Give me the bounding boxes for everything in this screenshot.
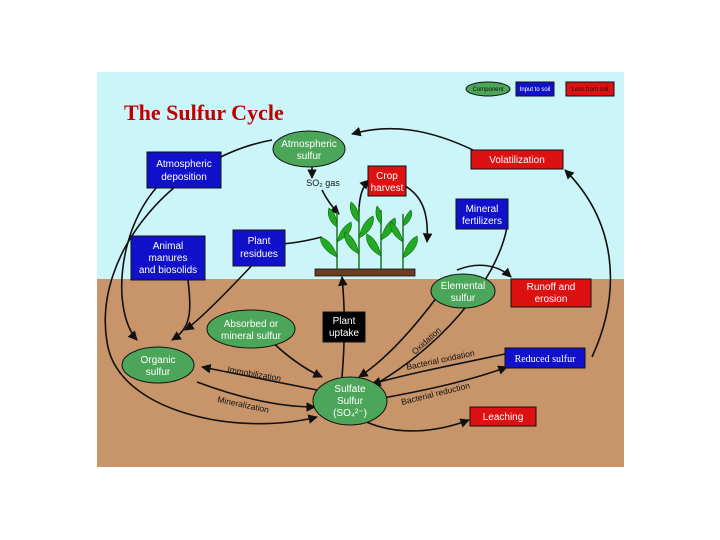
svg-text:Mineral: Mineral (466, 204, 499, 215)
svg-text:Plant: Plant (248, 236, 271, 247)
node-leaching: Leaching (469, 406, 537, 427)
node-volatilization: Volatilization (470, 149, 564, 170)
svg-text:Sulfate: Sulfate (334, 384, 366, 395)
arrow-reduced-to-volatilization (564, 169, 612, 358)
cycle-arrows (104, 127, 612, 432)
node-reduced-sulfur: Reduced sulfur (504, 347, 586, 369)
so2-gas-label: SO₂ gas (306, 178, 340, 188)
plant-leaves (320, 201, 418, 259)
diagram-title: The Sulfur Cycle (124, 100, 284, 125)
svg-text:harvest: harvest (371, 183, 404, 194)
node-mineral-fertilizers: Mineral fertilizers (455, 198, 509, 230)
node-elemental-sulfur: Elemental sulfur (430, 273, 496, 309)
arrow-bacterial-oxidation (371, 353, 506, 387)
arrow-to-leaching (361, 418, 470, 432)
node-atmospheric-deposition: Atmospheric deposition (146, 151, 222, 189)
svg-text:Crop: Crop (376, 171, 398, 182)
node-organic-sulfur: Organic sulfur (121, 346, 195, 384)
svg-text:Animal: Animal (153, 241, 184, 252)
svg-text:Atmospheric: Atmospheric (156, 159, 212, 170)
legend-component-swatch (465, 81, 511, 97)
arrow-fertilizers-to-sulfate (364, 226, 508, 391)
node-runoff-erosion: Runoff and erosion (510, 278, 592, 308)
arrow-manures-to-absorbed (171, 271, 191, 341)
svg-text:Volatilization: Volatilization (489, 155, 545, 166)
node-plant-residues: Plant residues (232, 229, 286, 267)
legend: Component Input to soil Loss from soil (465, 81, 615, 97)
svg-text:fertilizers: fertilizers (462, 216, 502, 227)
sulfur-cycle-diagram: The Sulfur Cycle Component Input to soil… (97, 72, 624, 467)
svg-text:Sulfur: Sulfur (337, 396, 364, 407)
node-atmospheric-sulfur: Atmospheric sulfur (272, 130, 346, 168)
legend-input-label: Input to soil (520, 87, 551, 93)
arrow-residues-to-organic (184, 259, 258, 331)
svg-text:mineral sulfur: mineral sulfur (221, 331, 282, 342)
node-plant-uptake: Plant uptake (322, 311, 366, 343)
svg-text:Runoff and: Runoff and (527, 282, 576, 293)
crop-plants (314, 201, 418, 277)
svg-text:Atmospheric: Atmospheric (281, 139, 337, 150)
svg-text:Reduced sulfur: Reduced sulfur (515, 354, 576, 365)
legend-loss-label: Loss from soil (571, 87, 608, 93)
svg-text:sulfur: sulfur (297, 151, 322, 162)
node-animal-manures: Animal manures and biosolids (130, 235, 206, 281)
svg-text:Leaching: Leaching (483, 412, 524, 423)
node-absorbed-mineral-sulfur: Absorbed or mineral sulfur (206, 309, 296, 349)
node-sulfate-sulfur: Sulfate Sulfur (SO₄²⁻) (312, 376, 388, 426)
svg-text:sulfur: sulfur (451, 293, 476, 304)
svg-text:Elemental: Elemental (441, 281, 485, 292)
svg-text:(SO₄²⁻): (SO₄²⁻) (333, 408, 367, 419)
svg-text:sulfur: sulfur (146, 367, 171, 378)
legend-input-swatch (515, 81, 555, 97)
svg-text:uptake: uptake (329, 328, 359, 339)
svg-text:erosion: erosion (535, 294, 568, 305)
legend-component-label: Component (472, 87, 503, 93)
svg-text:Absorbed or: Absorbed or (224, 319, 279, 330)
arrow-elemental-oxidation (358, 296, 438, 378)
plant-bed (314, 268, 416, 277)
svg-text:residues: residues (240, 249, 278, 260)
arrow-bacterial-reduction (371, 365, 508, 401)
arrow-volatilization-to-atmosphere (351, 127, 478, 153)
svg-text:Plant: Plant (333, 316, 356, 327)
arrow-immobilization (201, 363, 318, 391)
arrow-deposition-to-soil (120, 186, 158, 341)
node-crop-harvest: Crop harvest (367, 165, 407, 197)
arrow-runoff-erosion (456, 264, 512, 278)
legend-loss-swatch (565, 81, 615, 97)
arrow-mineralization (196, 381, 316, 412)
svg-text:manures: manures (149, 253, 188, 264)
svg-text:and biosolids: and biosolids (139, 265, 197, 276)
svg-text:deposition: deposition (161, 172, 207, 183)
svg-text:Organic: Organic (140, 355, 175, 366)
